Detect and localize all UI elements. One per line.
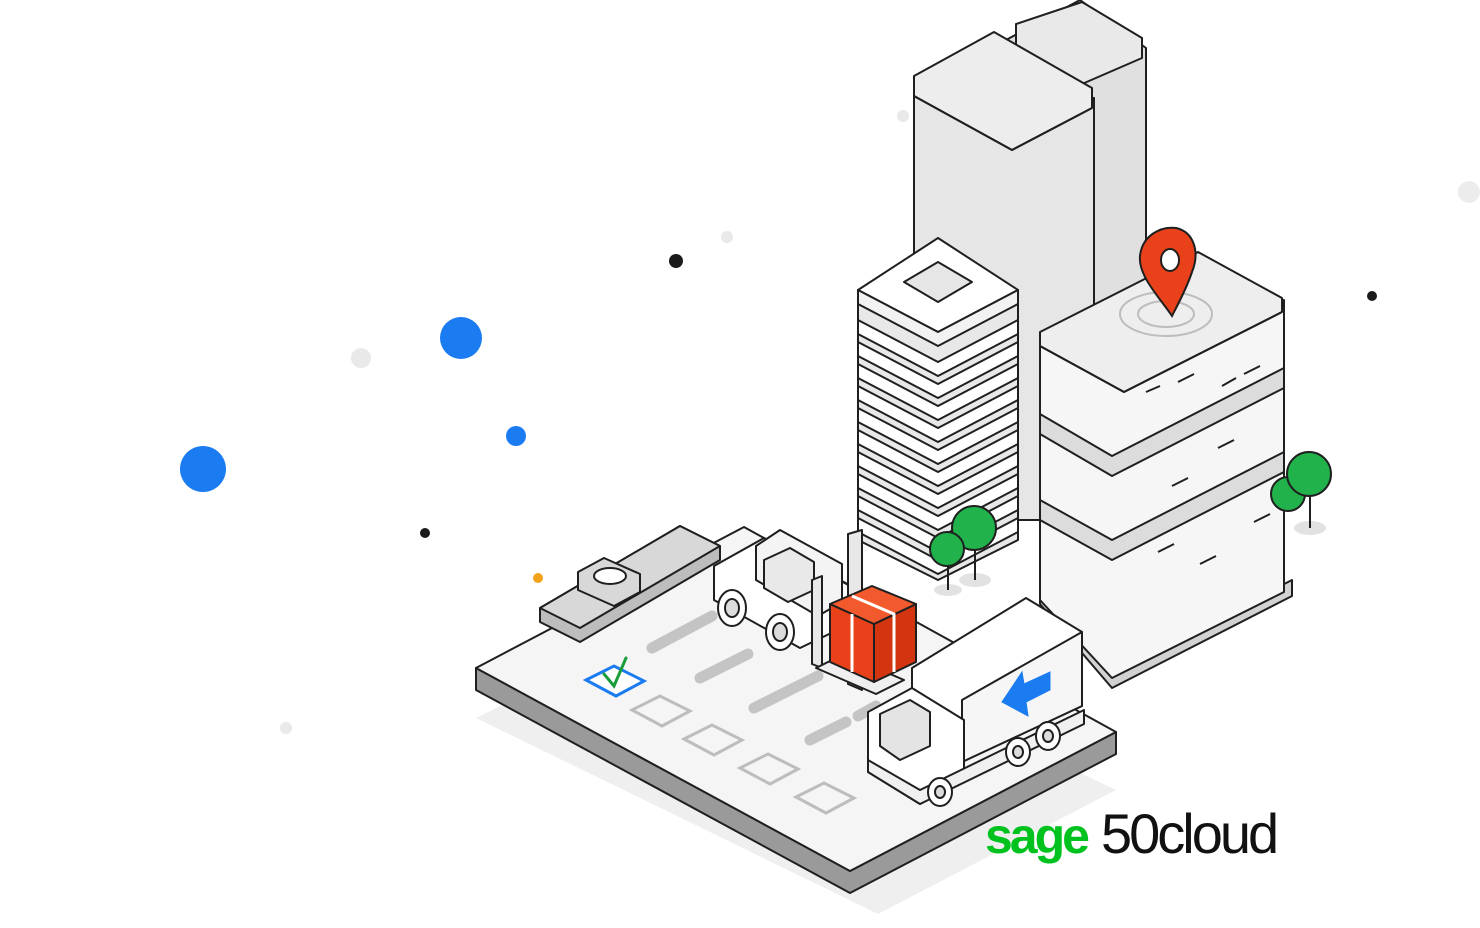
checklist-line [748, 670, 824, 714]
location-pin-icon [1138, 226, 1197, 318]
dot-dark [1367, 291, 1377, 301]
dot-dark [420, 528, 430, 538]
dot-blue-large [180, 446, 226, 492]
right-building [1039, 251, 1293, 689]
dot-gray [351, 348, 371, 368]
logo-sage-text: sage [985, 808, 1090, 864]
checklist-line [852, 700, 882, 722]
dot-gray [897, 110, 909, 122]
dot-gray [280, 722, 292, 734]
decorative-dots [180, 110, 1480, 734]
dot-orange [533, 573, 543, 583]
sage-50cloud-logo: sage 50cloud [985, 802, 1279, 865]
checkbox-icon [736, 752, 802, 786]
checkbox-icon [628, 694, 694, 728]
tree-icon [951, 505, 997, 587]
logo-product-text: 50cloud [1100, 802, 1279, 865]
checkbox-checked-icon [582, 656, 648, 698]
checklist-line [694, 648, 754, 684]
checklist-line [646, 610, 718, 654]
checklist-line [804, 716, 852, 746]
checkbox-icon [792, 781, 858, 815]
tree-icon [1270, 451, 1332, 535]
arrow-left-icon [1001, 670, 1051, 717]
dot-blue-small [506, 426, 526, 446]
dot-gray [721, 231, 733, 243]
checkbox-icon [680, 723, 746, 757]
package-icon [829, 585, 917, 683]
tree-icon [929, 531, 965, 596]
checklist [582, 610, 882, 815]
trees [929, 451, 1332, 596]
dot-dark [669, 254, 683, 268]
dot-blue-large [440, 317, 482, 359]
dot-gray [1458, 181, 1480, 203]
